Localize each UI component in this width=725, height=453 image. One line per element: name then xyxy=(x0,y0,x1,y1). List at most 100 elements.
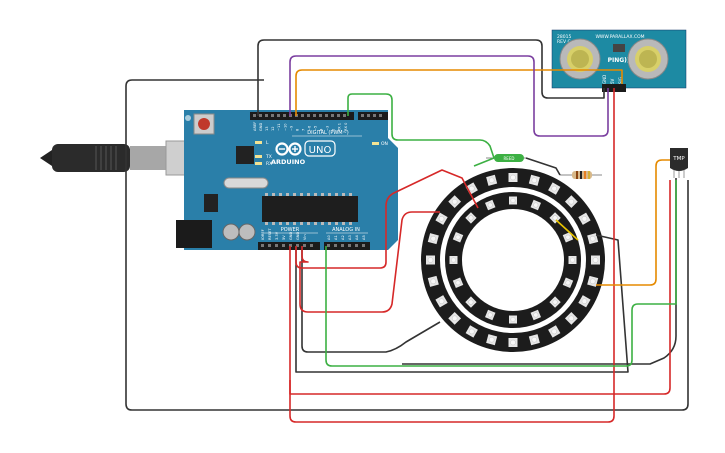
inner-led-7 xyxy=(530,309,541,321)
outer-led-lens-7 xyxy=(589,278,596,285)
atmega-chip xyxy=(262,196,358,222)
ping-transducer-right xyxy=(627,38,669,80)
wire-tmp-sig xyxy=(596,159,670,286)
wire-reed-resistor xyxy=(525,157,561,176)
inner-led-lens-3 xyxy=(565,234,571,240)
outer-led-17 xyxy=(427,275,439,287)
outer-led-lens-4 xyxy=(581,216,588,222)
outer-led-20 xyxy=(435,212,448,225)
analog-pin-label-5: A5 xyxy=(362,235,366,240)
usb-plug-metal xyxy=(130,146,166,170)
power-pin-label-0: IOREF xyxy=(261,229,265,240)
inner-led-13 xyxy=(452,232,464,243)
digital-pin-label-4: ~11 xyxy=(277,123,281,131)
inner-led-8 xyxy=(509,315,517,324)
outer-led-1 xyxy=(528,174,540,186)
digital-label: DIGITAL (PWM~) xyxy=(307,130,349,136)
outer-led-lens-9 xyxy=(568,315,575,322)
power-label: POWER xyxy=(281,227,300,233)
digital-pin-label-3: 12 xyxy=(271,126,275,131)
wire-gnd-ring xyxy=(301,246,441,353)
outer-led-21 xyxy=(448,195,462,209)
inner-led-lens-5 xyxy=(565,280,571,286)
digital-pin-label-2: 13 xyxy=(265,126,269,131)
outer-led-10 xyxy=(548,325,561,338)
power-pin-label-3: 5V xyxy=(282,235,286,240)
outer-led-4 xyxy=(578,212,591,225)
reed-body xyxy=(494,154,524,162)
analog-pin-label-3: A3 xyxy=(348,235,352,240)
inner-ring-hole xyxy=(462,209,564,311)
outer-led-0 xyxy=(508,173,518,182)
usb-plug-body xyxy=(52,144,130,172)
inner-led-3 xyxy=(562,232,574,243)
outer-led-6 xyxy=(591,255,600,265)
temp-sensor: TMP xyxy=(670,148,688,178)
wire-reed-ring xyxy=(473,157,495,167)
arduino-brand: ARDUINO xyxy=(271,158,306,166)
ping-sensor: 28015 REV C WWW.PARALLAX.COM PING))) GND… xyxy=(551,29,687,92)
outer-led-16 xyxy=(435,295,448,308)
inner-led-lens-11 xyxy=(455,280,461,286)
digital-pin-label-0: AREF xyxy=(253,122,257,131)
inner-led-15 xyxy=(485,199,496,211)
inner-led-9 xyxy=(485,309,496,321)
dc-jack xyxy=(176,220,212,248)
ping-url: WWW.PARALLAX.COM xyxy=(595,34,644,40)
outer-led-lens-20 xyxy=(438,216,445,222)
outer-led-lens-8 xyxy=(581,298,588,304)
digital-pin-label-12: ~3 xyxy=(326,126,330,131)
outer-led-lens-23 xyxy=(488,177,495,184)
inner-led-0 xyxy=(509,196,517,205)
digital-pin-label-6: ~9 xyxy=(289,125,293,131)
digital-pin-label-7: 8 xyxy=(295,128,299,131)
digital-pin-label-14: TX 1 xyxy=(338,123,342,132)
wire-5v-main xyxy=(289,88,615,423)
led-l-label: L xyxy=(266,140,269,146)
ping-pin-sig: SIG xyxy=(618,77,623,84)
neopixel-rings xyxy=(421,168,605,352)
outer-led-15 xyxy=(448,311,462,325)
outer-led-lens-17 xyxy=(430,278,437,285)
power-pin-label-6: Vin xyxy=(303,234,307,240)
usb-cable xyxy=(40,140,191,176)
outer-led-lens-10 xyxy=(551,328,557,335)
wire-analog-a0 xyxy=(325,180,677,367)
inner-led-lens-0 xyxy=(510,198,516,203)
led-tx-label: TX xyxy=(265,154,272,160)
wire-digital-2 xyxy=(347,93,495,159)
outer-led-23 xyxy=(486,174,498,186)
inner-led-4 xyxy=(568,256,577,264)
wire-digital-8 xyxy=(289,55,609,137)
inner-led-lens-12 xyxy=(451,257,456,263)
wire-gnd-ring-right xyxy=(295,234,629,373)
digital-pin-label-5: ~10 xyxy=(283,123,287,131)
digital-pin-label-8: 7 xyxy=(301,129,305,131)
ping-brand: PING))) xyxy=(608,57,633,64)
ping-pin-gnd: GND xyxy=(602,75,607,84)
wire-ping-sig xyxy=(295,69,623,116)
inner-led-lens-1 xyxy=(533,202,539,208)
outer-led-7 xyxy=(587,275,599,287)
outer-led-lens-18 xyxy=(427,257,434,263)
outer-led-18 xyxy=(426,255,435,265)
inner-led-5 xyxy=(562,277,574,288)
led-rx-label: RX xyxy=(266,161,272,167)
outer-led-11 xyxy=(528,334,540,346)
digital-pin-label-11: 4 xyxy=(320,128,324,131)
outer-led-lens-13 xyxy=(488,336,495,343)
reset-button-cap[interactable] xyxy=(198,118,210,130)
wire-tmp-gnd xyxy=(402,178,677,365)
inner-led-lens-15 xyxy=(487,202,493,208)
inner-led-lens-14 xyxy=(468,215,474,221)
led-on-label: ON xyxy=(381,141,388,147)
wires xyxy=(125,39,689,423)
wire-ring-data-link xyxy=(555,219,579,241)
tmp-body xyxy=(670,148,688,171)
arduino-model: UNO xyxy=(309,145,332,156)
